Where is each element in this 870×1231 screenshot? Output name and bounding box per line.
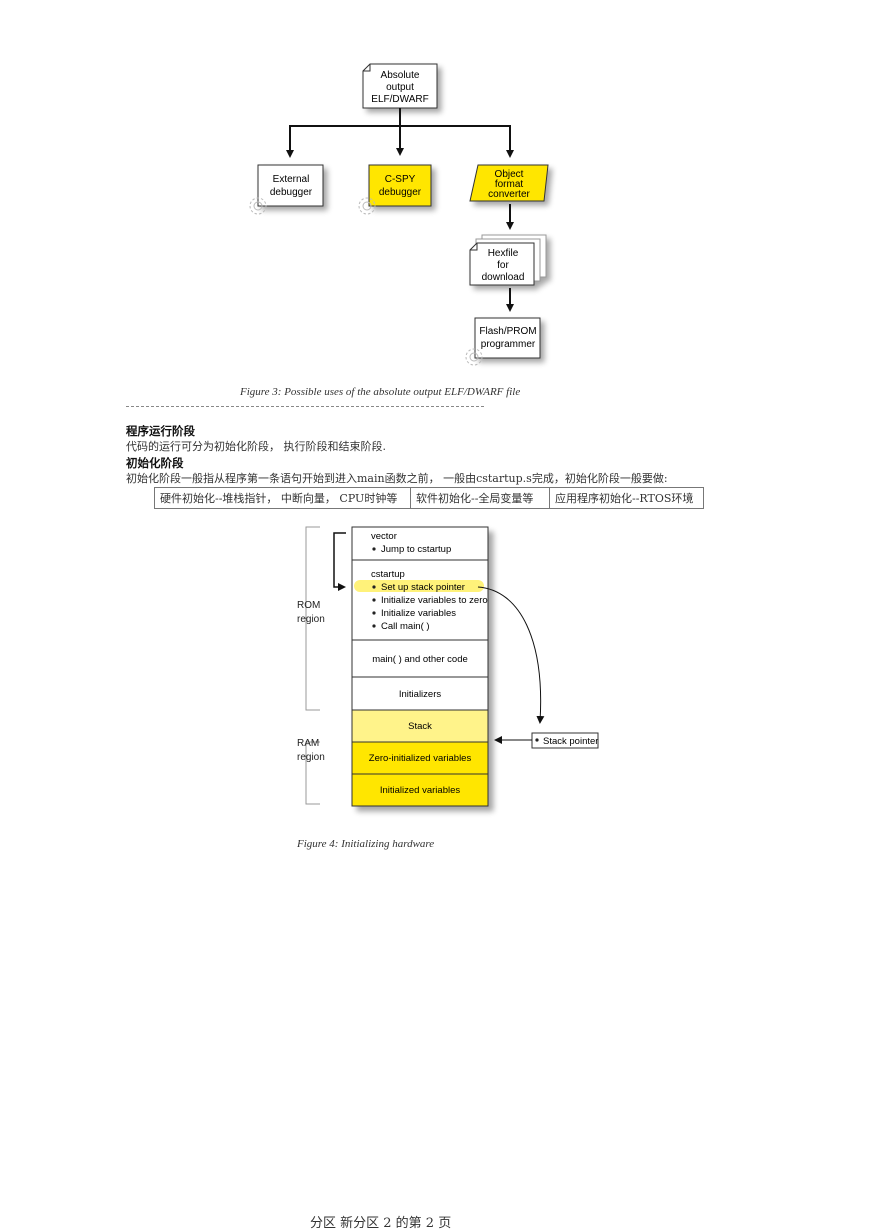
hexfile-line1: Hexfile [488, 248, 519, 259]
object-converter-line3: converter [488, 189, 530, 200]
hexfile-line2: for [497, 260, 509, 271]
elf-output-line3: ELF/DWARF [371, 94, 428, 105]
elf-output-line1: Absolute [381, 70, 420, 81]
gear-icon [465, 348, 483, 366]
flash-programmer-box [474, 317, 541, 359]
ram-label-line2: region [297, 752, 325, 763]
page-footer: 分区 新分区 2 的第 2 页 [310, 1216, 452, 1231]
stack-setup-arrow [477, 586, 545, 724]
cspy-debugger-box [368, 164, 432, 207]
flash-programmer-line2: programmer [481, 339, 536, 350]
stack-pointer-highlight [354, 580, 484, 592]
flash-programmer-line1: Flash/PROM [479, 326, 536, 337]
external-debugger-line2: debugger [270, 187, 313, 198]
init-vars-label: Initialized variables [380, 785, 461, 796]
external-debugger-line1: External [273, 174, 310, 185]
table-row: 硬件初始化--堆栈指针， 中断向量， CPU时钟等 软件初始化--全局变量等 应… [154, 487, 704, 509]
ram-label-line1: RAM [297, 738, 319, 749]
cstartup-item-1: Set up stack pointer [381, 582, 465, 593]
section2-heading: 初始化阶段 [126, 456, 184, 470]
stack-label: Stack [408, 721, 432, 732]
rom-label-line1: ROM [297, 600, 320, 611]
external-debugger-box [257, 164, 324, 207]
main-code-label: main( ) and other code [372, 654, 468, 665]
cstartup-title: cstartup [371, 569, 405, 580]
cstartup-item-3: Initialize variables [381, 608, 456, 619]
table-cell-hardware: 硬件初始化--堆栈指针， 中断向量， CPU时钟等 [154, 487, 411, 509]
dashed-separator [126, 406, 484, 407]
table-cell-software: 软件初始化--全局变量等 [410, 487, 550, 509]
gear-icon [358, 197, 376, 215]
initializers-label: Initializers [399, 689, 441, 700]
figure4-caption: Figure 4: Initializing hardware [297, 838, 435, 850]
init-steps-table: 硬件初始化--堆栈指针， 中断向量， CPU时钟等 软件初始化--全局变量等 应… [154, 487, 704, 509]
object-converter-line2: format [495, 179, 524, 190]
hexfile-stack [469, 234, 547, 286]
zero-init-label: Zero-initialized variables [369, 753, 472, 764]
section2-text: 初始化阶段一般指从程序第一条语句开始到进入main函数之前， 一般由cstart… [126, 472, 668, 485]
gear-icon [249, 197, 267, 215]
stack-pointer-label: Stack pointer [543, 736, 598, 747]
jump-arrow [333, 532, 346, 591]
cstartup-item-4: Call main( ) [381, 621, 430, 632]
cstartup-item-2: Initialize variables to zero [381, 595, 488, 606]
cspy-debugger-line1: C-SPY [385, 174, 416, 185]
object-converter-line1: Object [495, 169, 524, 180]
rom-label-line2: region [297, 614, 325, 625]
vector-title: vector [371, 531, 397, 542]
vector-item: Jump to cstartup [381, 544, 451, 555]
table-cell-application: 应用程序初始化--RTOS环境 [549, 487, 704, 509]
figure3-caption: Figure 3: Possible uses of the absolute … [240, 386, 521, 398]
section1-heading: 程序运行阶段 [126, 424, 195, 438]
object-converter-box [469, 164, 549, 202]
ram-bracket [305, 741, 320, 805]
elf-output-line2: output [386, 82, 414, 93]
figure3-diagram: Absolute output ELF/DWARF External debug… [249, 63, 549, 366]
section1-text: 代码的运行可分为初始化阶段， 执行阶段和结束阶段. [126, 440, 386, 453]
figure4-diagram: ROM region RAM region vector Jump to cst… [297, 526, 599, 807]
rom-bracket [305, 526, 320, 711]
hexfile-line3: download [482, 272, 525, 283]
cspy-debugger-line2: debugger [379, 187, 422, 198]
